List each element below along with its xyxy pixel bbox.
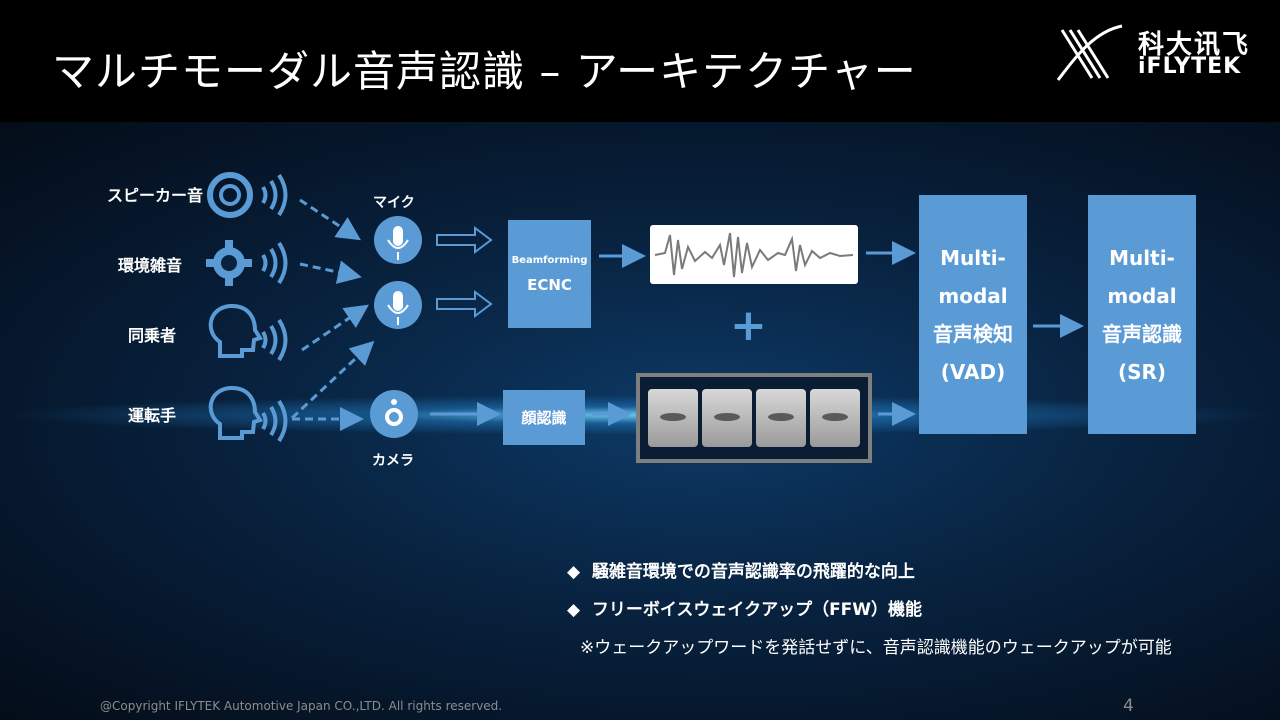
bullet-item-2: ◆ フリーボイスウェイクアップ（FFW）機能 (567, 595, 922, 620)
source-label-passenger: 同乗者 (128, 326, 177, 345)
lip-image (702, 389, 752, 447)
ecnc-label: ECNC (527, 275, 572, 294)
logo-en-text: iFLYTEK (1138, 54, 1242, 79)
sr-line: (SR) (1117, 359, 1167, 384)
audio-waveform (650, 225, 858, 284)
vad-box: Multi- modal 音声検知 (VAD) (919, 195, 1027, 434)
passenger-head-icon (208, 303, 264, 358)
camera-icon (370, 390, 418, 438)
sr-box: Multi- modal 音声認識 (SR) (1088, 195, 1196, 434)
diamond-bullet-icon: ◆ (567, 562, 581, 582)
source-label-driver: 運転手 (128, 406, 177, 425)
diamond-bullet-icon: ◆ (567, 600, 581, 620)
source-label-noise: 環境雑音 (118, 256, 183, 275)
copyright-footer: @Copyright IFLYTEK Automotive Japan CO.,… (100, 699, 503, 713)
dashed-arrows (290, 198, 375, 431)
source-label-speaker: スピーカー音 (107, 186, 204, 205)
logo-mark-icon (1056, 24, 1123, 81)
page-number: 4 (1123, 696, 1134, 716)
driver-head-icon (208, 385, 264, 440)
camera-label: カメラ (372, 453, 414, 469)
microphone-icon-2 (374, 281, 422, 329)
slide-title: マルチモーダル音声認識 – アーキテクチャー (52, 47, 917, 96)
sr-line: Multi- (1109, 245, 1175, 270)
lip-image (648, 389, 698, 447)
logo-cn-text: 科大讯飞 (1138, 30, 1251, 60)
mic-label: マイク (373, 195, 415, 211)
solid-arrows (430, 241, 1084, 426)
vad-line: modal (938, 283, 1008, 308)
speaker-icon (207, 172, 253, 218)
bullet-item-1: ◆ 騒雑音環境での音声認識率の飛躍的な向上 (567, 557, 915, 582)
vad-line: 音声検知 (933, 321, 1013, 346)
header-bar: マルチモーダル音声認識 – アーキテクチャー 科大讯飞 iFLYTEK (0, 0, 1280, 122)
sr-line: modal (1107, 283, 1177, 308)
sr-line: 音声認識 (1102, 321, 1182, 346)
bullet-text: フリーボイスウェイクアップ（FFW）機能 (591, 600, 923, 620)
hollow-arrows (436, 226, 493, 318)
lip-image (756, 389, 806, 447)
vad-line: Multi- (940, 245, 1006, 270)
note-text: ※ウェークアップワードを発話せずに、音声認識機能のウェークアップが可能 (580, 638, 1172, 658)
iflytek-logo: 科大讯飞 iFLYTEK (1052, 22, 1262, 84)
face-recognition-box: 顔認識 (503, 390, 585, 445)
lip-images-frame (636, 373, 872, 463)
lip-image (810, 389, 860, 447)
beamforming-label: Beamforming (511, 254, 588, 266)
plus-sign: + (730, 300, 767, 351)
beamforming-box: Beamforming ECNC (508, 220, 591, 328)
gear-icon (206, 240, 252, 286)
bullet-text: 騒雑音環境での音声認識率の飛躍的な向上 (591, 562, 915, 582)
vad-line: (VAD) (940, 359, 1006, 384)
sound-wave-icons (261, 173, 288, 443)
microphone-icon-1 (374, 216, 422, 264)
waveform-graphic (654, 232, 854, 278)
